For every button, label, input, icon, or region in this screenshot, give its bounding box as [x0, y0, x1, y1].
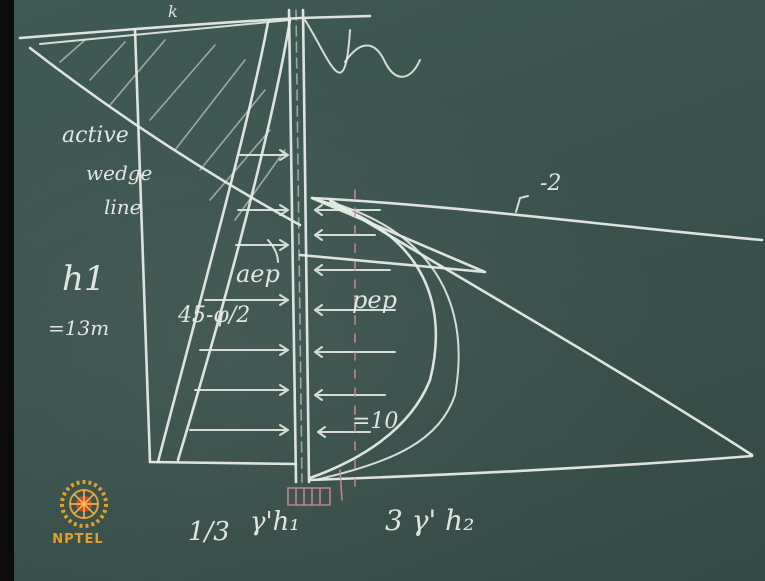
active-pressure-arrows [189, 149, 289, 436]
active-label-3: line [104, 195, 142, 219]
passive-curve-outer [314, 201, 460, 481]
top-ground-line-2 [39, 19, 291, 45]
phi-label: =10 [352, 409, 398, 434]
top-mark-label: k [168, 2, 178, 21]
one-third-label: 1/3 [188, 517, 230, 547]
sheet-pile-wall-center [295, 9, 303, 483]
active-pressure-line-2 [176, 18, 292, 462]
active-wedge-hatching [59, 39, 286, 221]
red-reference-marks [287, 189, 356, 506]
slope-label: -2 [540, 171, 561, 196]
bottom-line-right [308, 454, 754, 482]
nptel-logo-text: NPTEL [52, 532, 104, 547]
bottom-line-left [148, 460, 298, 466]
active-label-2: wedge [86, 161, 152, 185]
nptel-logo [60, 480, 108, 528]
dredge-line [310, 196, 764, 242]
active-label-1: active [62, 123, 129, 148]
sheet-pile-wall-left [287, 8, 298, 484]
slope-tick [515, 195, 529, 213]
left-edge-shadow [0, 0, 14, 581]
sheet-pile-wall-right [301, 8, 311, 484]
gamma-h2-label: 3 γ' h₂ [385, 504, 474, 537]
top-ground-line [18, 14, 372, 40]
left-boundary-line [133, 28, 152, 464]
h1-label: h1 [62, 259, 106, 299]
gamma-h1-label: γ'h₁ [250, 507, 300, 537]
h1-value-label: =13m [48, 316, 109, 340]
water-level-wave [344, 44, 421, 78]
angle-arc [267, 239, 279, 263]
passive-failure-line [328, 198, 754, 457]
active-pressure-line-1 [156, 20, 270, 464]
aep-label: aep [236, 260, 280, 288]
pep-label: pep [352, 286, 397, 314]
angle-label: 45-φ/2 [177, 303, 250, 328]
failure-line-active [28, 46, 302, 227]
wall-top-curve [304, 19, 351, 74]
